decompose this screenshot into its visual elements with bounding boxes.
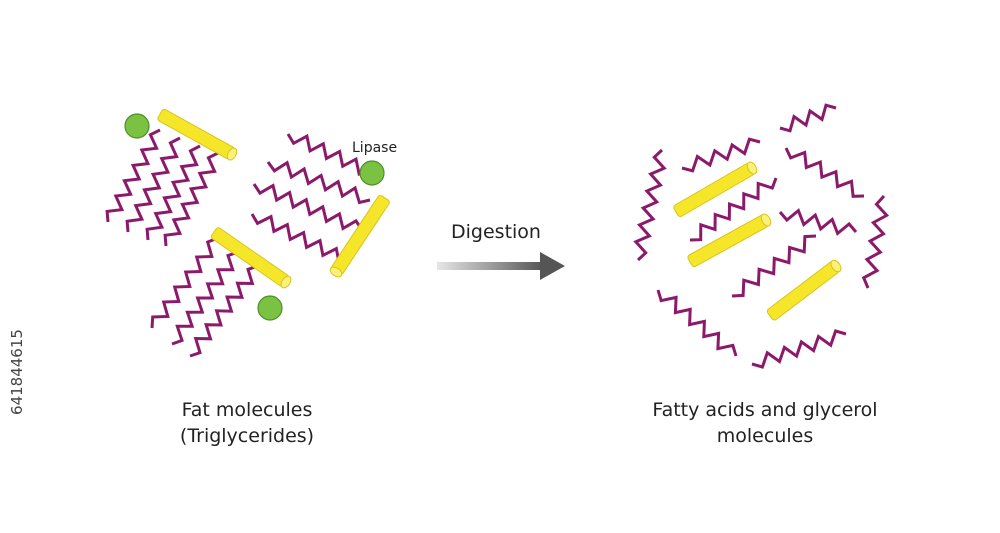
products-caption: Fatty acids and glycerol bbox=[652, 399, 877, 421]
fatty-acid-chain-icon bbox=[751, 329, 847, 369]
fatty-acid-chain-icon bbox=[250, 213, 351, 266]
lipase-enzyme-icon bbox=[257, 295, 283, 321]
glycerol-cylinder-icon bbox=[687, 213, 772, 268]
fatty-acid-chain-icon bbox=[861, 194, 890, 289]
fatty-acid-chain-icon bbox=[163, 151, 219, 247]
fatty-acid-chain-icon bbox=[689, 177, 778, 242]
lipase-enzyme-icon bbox=[359, 160, 385, 186]
glycerol-end-cap bbox=[760, 213, 772, 227]
glycerol-end-cap bbox=[226, 147, 238, 161]
glycerol-body bbox=[766, 261, 840, 321]
glycerol-end-cap bbox=[746, 161, 758, 175]
fatty-acid-chain-icon bbox=[145, 144, 201, 241]
arrow-shaft bbox=[437, 262, 543, 270]
triglyceride-molecule-3 bbox=[250, 133, 390, 278]
fat-molecules-caption: Fat molecules bbox=[182, 399, 313, 421]
fatty-acid-chain-icon bbox=[731, 234, 817, 298]
products-caption-line2: molecules bbox=[717, 425, 813, 447]
glycerol-body bbox=[157, 108, 235, 160]
digestion-process: Digestion bbox=[437, 221, 565, 280]
lipase-enzyme-icon bbox=[124, 113, 150, 139]
products-group bbox=[633, 103, 890, 369]
fatty-acid-chain-icon bbox=[633, 148, 667, 262]
stock-image-id: 641844615 bbox=[8, 329, 26, 415]
triglyceride-molecule-2 bbox=[150, 227, 292, 358]
fatty-acid-chain-icon bbox=[150, 236, 219, 329]
glycerol-body bbox=[331, 195, 390, 275]
glycerol-end-cap bbox=[329, 266, 343, 278]
right-arrow-icon bbox=[540, 252, 565, 280]
lipase-label: Lipase bbox=[352, 140, 397, 156]
glycerol-cylinder-icon bbox=[210, 227, 292, 289]
triglyceride-molecule-1 bbox=[105, 108, 238, 247]
glycerol-cylinder-icon bbox=[673, 161, 758, 218]
fatty-acid-chain-icon bbox=[656, 289, 738, 357]
fatty-acid-chain-icon bbox=[784, 147, 865, 198]
triglycerides-group: Lipase bbox=[105, 108, 397, 358]
fatty-acid-chain-icon bbox=[266, 160, 371, 205]
glycerol-cylinder-icon bbox=[157, 108, 238, 161]
glycerol-end-cap bbox=[830, 259, 842, 273]
triglycerides-caption: (Triglycerides) bbox=[180, 425, 314, 447]
fatty-acid-chain-icon bbox=[105, 128, 161, 223]
fatty-acid-chain-icon bbox=[171, 250, 239, 346]
fatty-acid-chain-icon bbox=[125, 136, 181, 233]
fatty-acid-chain-icon bbox=[189, 264, 259, 358]
fatty-acid-chain-icon bbox=[681, 137, 761, 173]
glycerol-cylinder-icon bbox=[766, 259, 842, 321]
glycerol-end-cap bbox=[280, 275, 292, 289]
glycerol-cylinder-icon bbox=[329, 195, 390, 278]
fatty-acid-chain-icon bbox=[779, 103, 837, 133]
fatty-acid-chain-icon bbox=[778, 208, 858, 236]
digestion-label: Digestion bbox=[451, 221, 541, 243]
fatty-acid-chain-icon bbox=[252, 183, 364, 231]
